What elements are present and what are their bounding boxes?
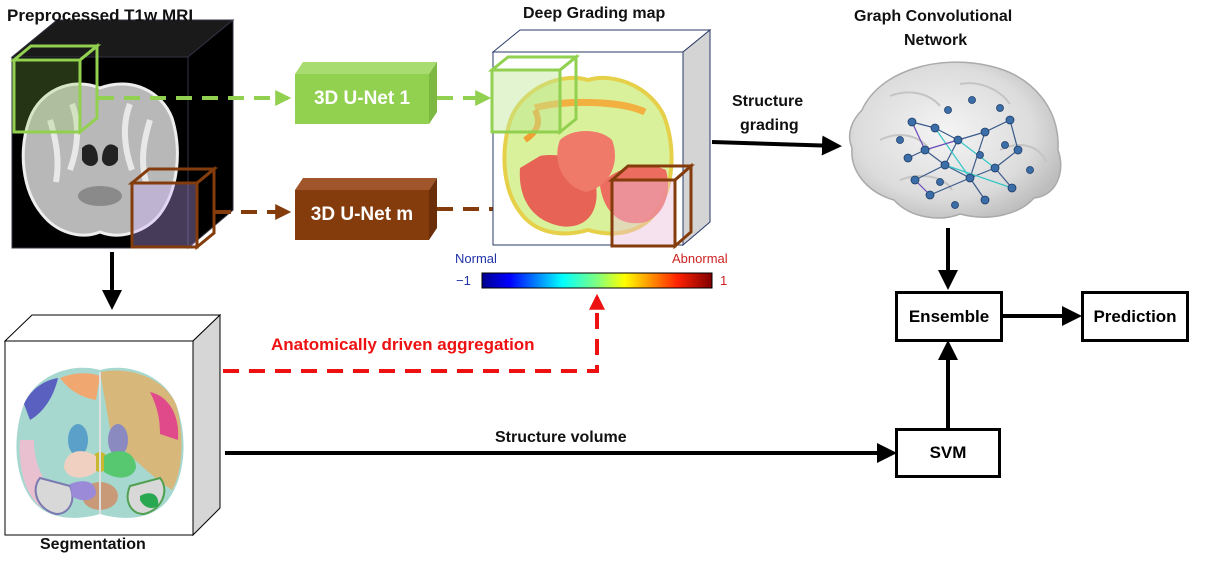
arrow-map-to-gcn (711, 135, 842, 156)
aggregation-dashed-line (223, 293, 605, 373)
structure-volume-label: Structure volume (495, 429, 627, 446)
structure-grading-line1: Structure (732, 93, 804, 110)
segmentation-title: Segmentation (40, 536, 146, 553)
prediction-box: Prediction (1081, 291, 1189, 342)
grading-map-title: Deep Grading map (523, 5, 666, 22)
colorbar-max-label: 1 (720, 273, 728, 288)
structure-grading-line2: grading (740, 117, 799, 134)
segmentation-cube (3, 313, 222, 537)
aggregation-label: Anatomically driven aggregation (271, 335, 535, 354)
gcn-brain-graph (848, 61, 1062, 219)
colorbar (481, 272, 713, 289)
svm-box: SVM (895, 428, 1001, 478)
colorbar-normal-label: Normal (455, 251, 497, 266)
unet1-box: 3D U-Net 1 (295, 74, 429, 124)
colorbar-min-label: −1 (456, 273, 471, 288)
mri-cube (9, 18, 235, 251)
ensemble-box: Ensemble (895, 291, 1003, 342)
colorbar-abnormal-label: Abnormal (672, 251, 728, 266)
unetm-box: 3D U-Net m (295, 190, 429, 240)
mri-title: Preprocessed T1w MRI (7, 6, 194, 25)
grading-map-cube (487, 28, 712, 250)
gcn-title-line1: Graph Convolutional (854, 8, 1013, 25)
gcn-title-line2: Network (904, 32, 968, 49)
